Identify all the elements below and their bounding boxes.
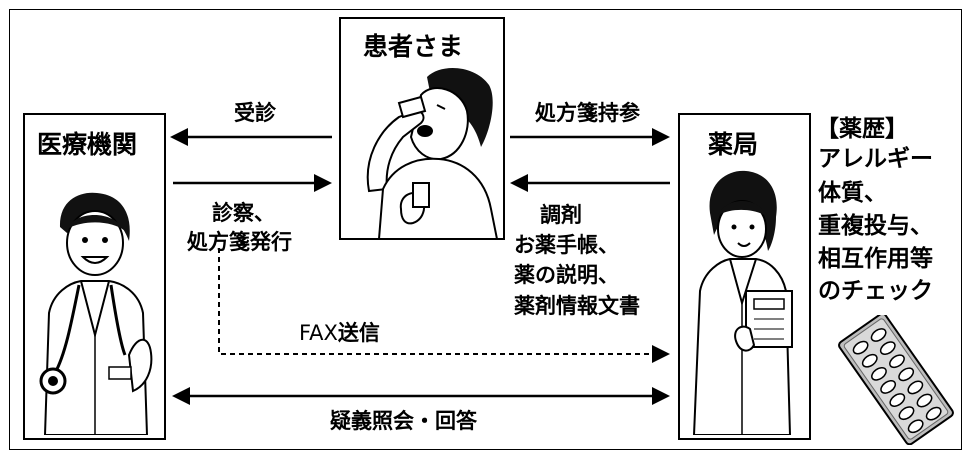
doctor-illustration [39,192,153,435]
outer-frame [9,9,962,450]
pharmacy-title: 薬局 [708,130,759,159]
patient-illustration [366,67,499,239]
fax-label-prefix: FAX [299,321,338,345]
fax-arrow [218,248,656,355]
patient-box: 患者さま [339,17,505,240]
fax-label: FAX送信 [299,320,380,347]
history-line-3: 体質、 [818,180,887,206]
prescription-bring-label: 処方箋持参 [535,101,640,125]
history-line-4: 重複投与、 [818,213,933,239]
history-line-5: 相互作用等 [818,246,933,272]
history-line-1: 【薬歴】 [816,116,908,142]
pill-blister-icon [838,315,954,445]
fax-label-suffix: 送信 [337,321,380,345]
exam-label-1: 診察、 [212,201,275,225]
pharmacy-box: 薬局 [678,113,811,440]
history-line-6: のチェック [818,278,933,304]
clinic-title: 医療機関 [37,130,138,159]
dispense-label-3: 薬の説明、 [514,263,619,287]
patient-title: 患者さま [363,32,464,61]
dispense-label-2: お薬手帳、 [514,233,619,257]
pharmacist-illustration [692,170,793,435]
inquiry-label: 疑義照会・回答 [330,409,477,433]
history-line-2: アレルギー [818,146,933,172]
dispense-label-4: 薬剤情報文書 [514,294,640,318]
dispense-label-1: 調剤 [540,203,582,227]
clinic-box: 医療機関 [23,113,166,440]
exam-label-2: 処方箋発行 [187,230,292,254]
consult-label: 受診 [234,101,276,125]
